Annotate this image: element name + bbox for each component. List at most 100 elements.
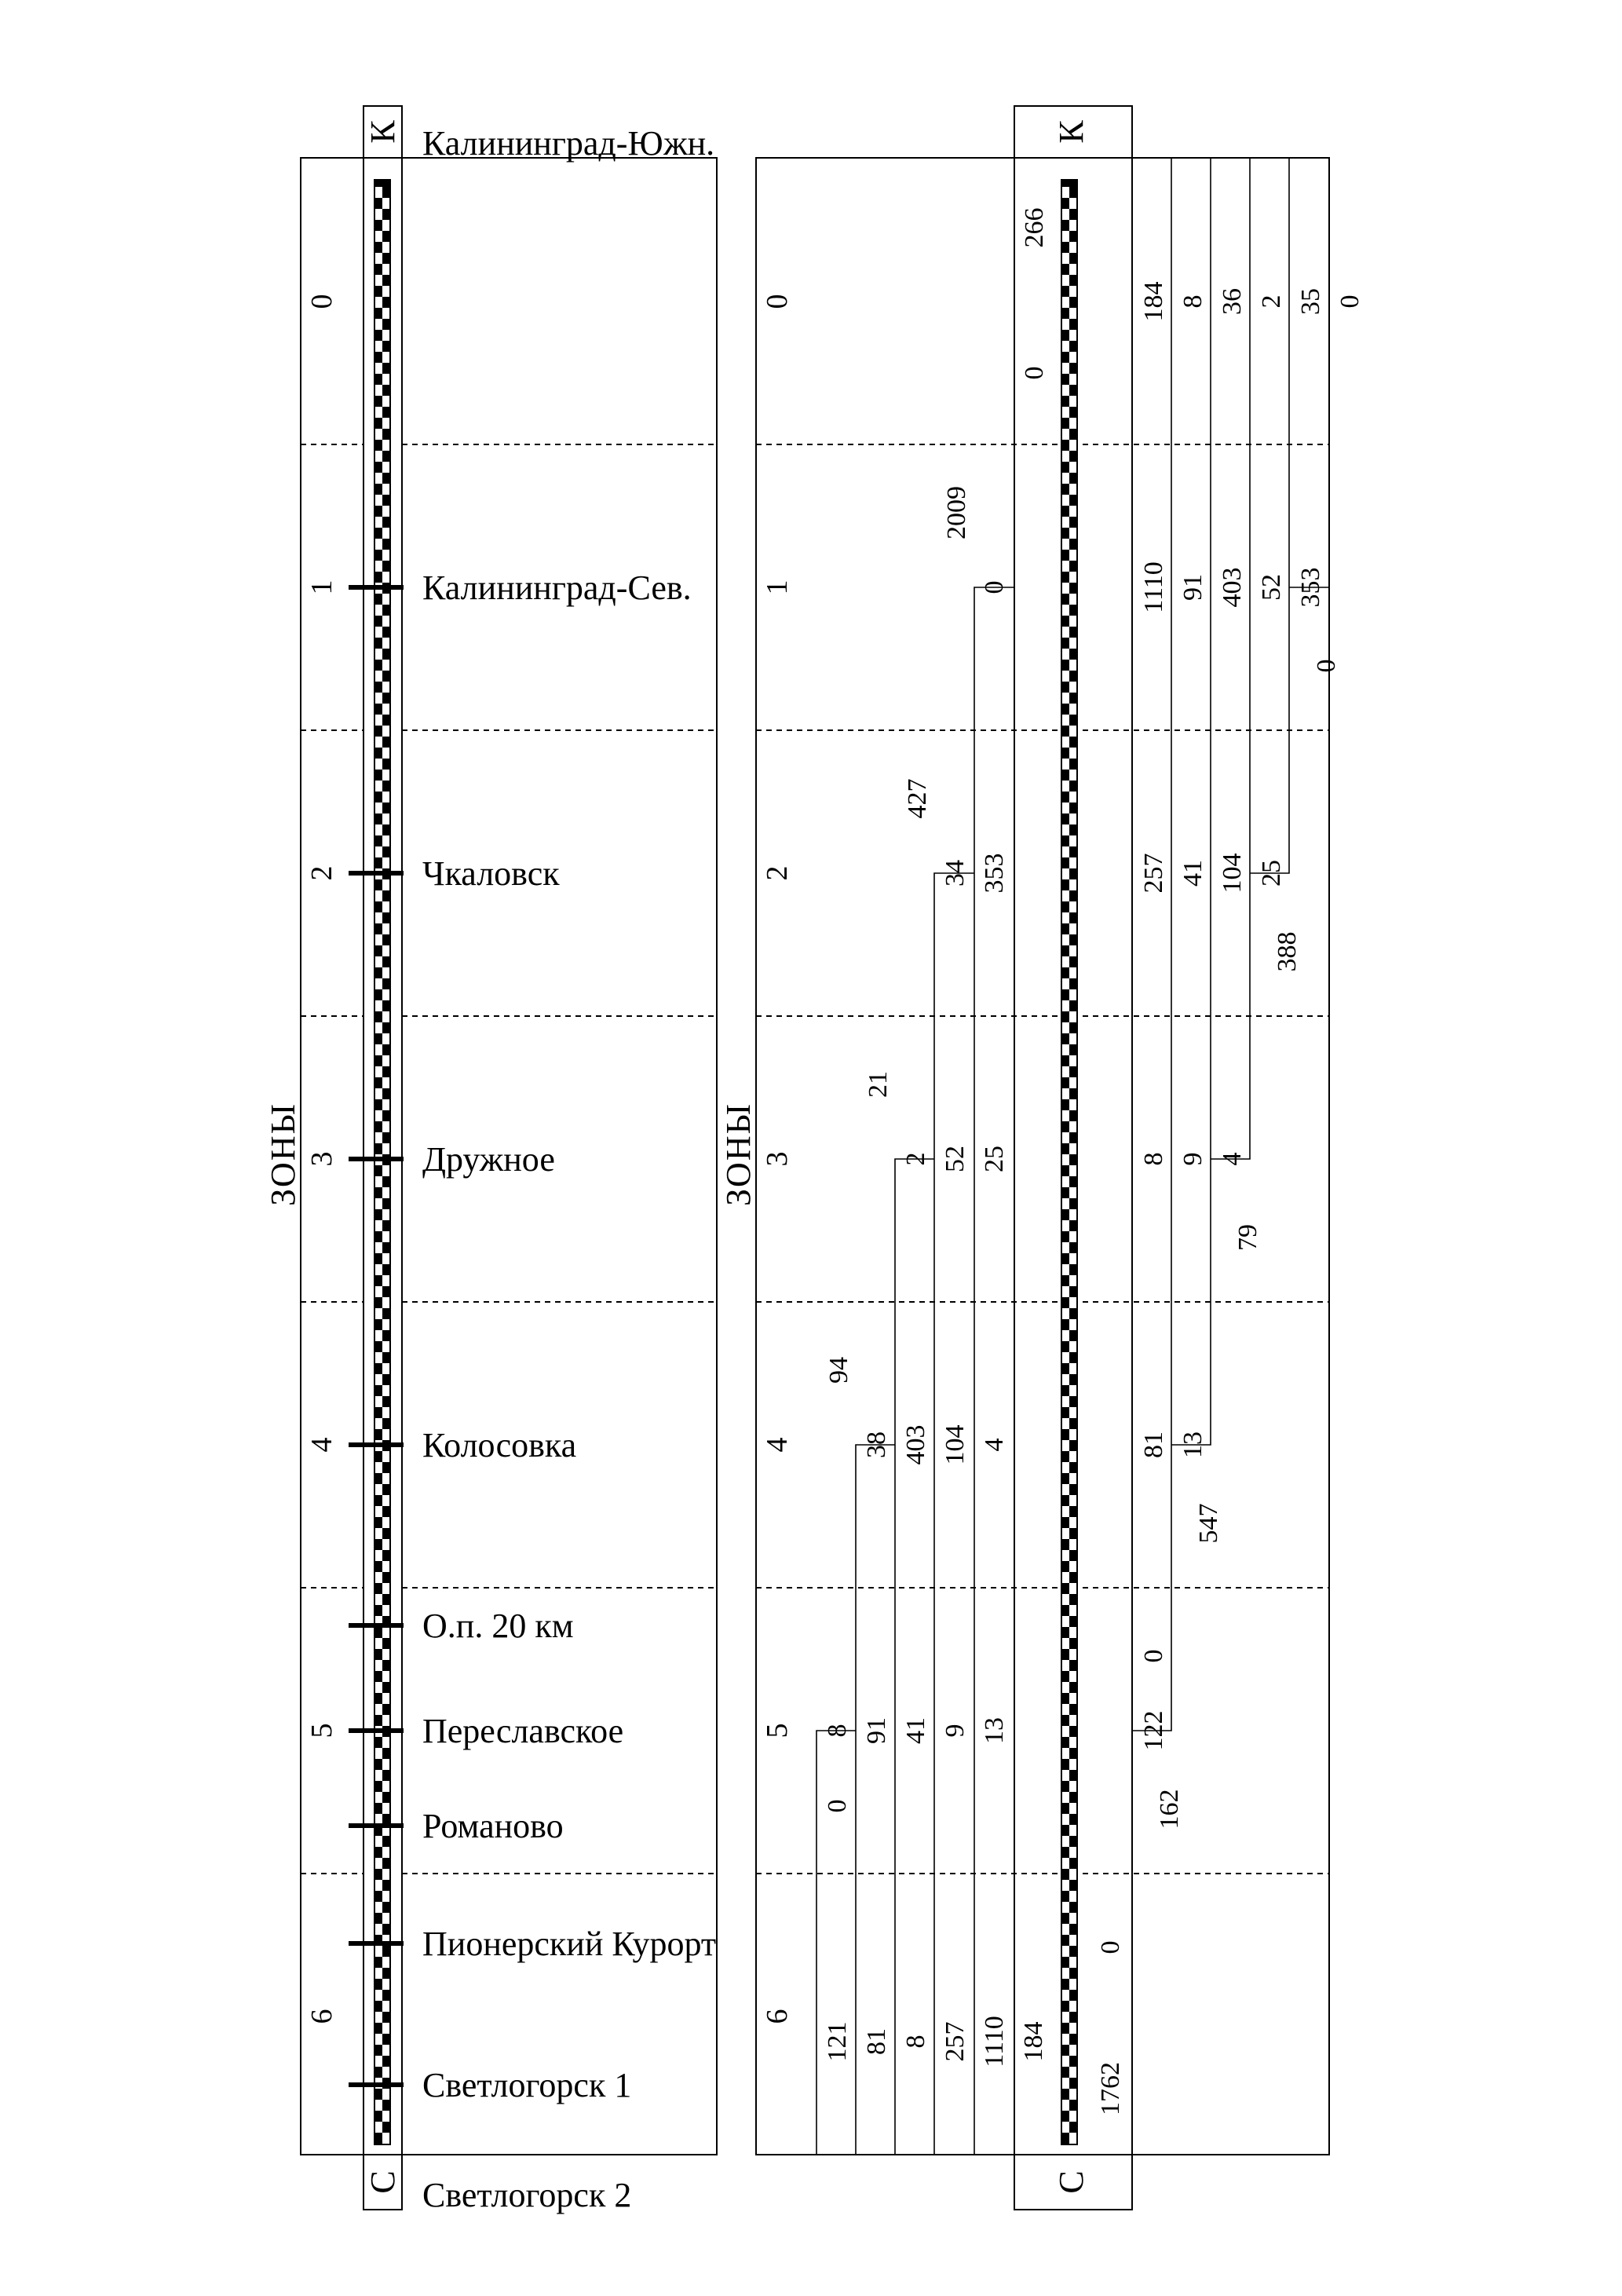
flow-values: 2660017620200935334427255222141044033894… bbox=[0, 0, 1364, 2115]
flow-value: 91 bbox=[862, 1717, 891, 1744]
flow-value: 36 bbox=[1218, 288, 1247, 315]
zone-number: 2 bbox=[761, 866, 794, 881]
end-letter-top-right: К bbox=[1052, 120, 1090, 144]
flow-value: 0 bbox=[980, 581, 1009, 594]
flow-value: 0 bbox=[1139, 1650, 1168, 1663]
station-names: Калининград-Южн. Калининград-Сев. Чкаловск… bbox=[422, 124, 716, 2214]
flow-total: 121 bbox=[0, 0, 20, 6]
end-letter-bottom: С bbox=[363, 2170, 402, 2193]
station-name: Калининград-Южн. bbox=[422, 124, 714, 163]
flow-value: 0 bbox=[1096, 1941, 1125, 1954]
flow-value: 9 bbox=[941, 1724, 970, 1738]
staircase-lines bbox=[816, 157, 1330, 2155]
zone-number: 0 bbox=[761, 294, 794, 309]
flow-value: 403 bbox=[1218, 568, 1247, 608]
flow-value: 0 bbox=[1020, 367, 1049, 380]
flow-value: 52 bbox=[1257, 574, 1286, 601]
flow-value: 2 bbox=[1257, 295, 1286, 309]
flow-value: 13 bbox=[1178, 1431, 1207, 1458]
flow-total: 547 bbox=[1194, 1504, 1223, 1544]
flow-total: 21 bbox=[864, 1071, 893, 1098]
zone-number: 3 bbox=[761, 1152, 794, 1167]
zone-number: 2 bbox=[305, 866, 338, 881]
flow-value: 121 bbox=[823, 2022, 852, 2062]
flow-value: 257 bbox=[941, 2022, 970, 2062]
flow-value: 353 bbox=[980, 854, 1009, 894]
flow-value: 13 bbox=[980, 1717, 1009, 1744]
zone-number: 4 bbox=[305, 1438, 338, 1453]
station-name: Пионерский Курорт bbox=[422, 1925, 716, 1963]
flow-value: 184 bbox=[1019, 2022, 1048, 2062]
zones-title-right: ЗОНЫ bbox=[719, 1102, 758, 1206]
end-letter-bottom-right: С bbox=[1052, 2170, 1090, 2193]
flow-total: 162 bbox=[1155, 1790, 1184, 1830]
zone-number: 5 bbox=[761, 1724, 794, 1738]
right-railway-track bbox=[1061, 179, 1078, 2145]
flow-value: 25 bbox=[1257, 860, 1286, 887]
zone-number: 3 bbox=[305, 1152, 338, 1167]
flow-total: 79 bbox=[1233, 1224, 1262, 1251]
flow-value: 4 bbox=[980, 1439, 1009, 1452]
flow-value: 35 bbox=[1296, 288, 1325, 315]
zone-number: 6 bbox=[305, 2009, 338, 2024]
station-name: Дружное bbox=[422, 1140, 555, 1179]
flow-value: 81 bbox=[862, 2028, 891, 2055]
flow-value: 1110 bbox=[980, 2016, 1009, 2067]
station-name: Светлогорск 1 bbox=[422, 2066, 631, 2104]
flow-value: 4 bbox=[1218, 1153, 1247, 1166]
station-name: Чкаловск bbox=[422, 854, 560, 893]
flow-value: 52 bbox=[941, 1146, 970, 1172]
zone-number: 5 bbox=[305, 1724, 338, 1738]
flow-value: 1762 bbox=[1096, 2062, 1125, 2115]
station-name: Переславское bbox=[422, 1712, 623, 1750]
flow-value: 8 bbox=[1139, 1153, 1168, 1166]
station-ticks bbox=[349, 585, 404, 2087]
flow-value: 38 bbox=[862, 1431, 891, 1458]
flow-value: 2 bbox=[901, 1153, 930, 1166]
zone-number: 4 bbox=[761, 1438, 794, 1453]
zone-number: 0 bbox=[305, 294, 338, 309]
flow-value: 1110 bbox=[1139, 561, 1168, 612]
flow-total: 427 bbox=[903, 779, 932, 819]
flow-value: 122 bbox=[1139, 1711, 1168, 1751]
flow-value: 81 bbox=[1139, 1431, 1168, 1458]
station-name: Колосовка bbox=[422, 1426, 576, 1464]
station-name: Светлогорск 2 bbox=[422, 2176, 631, 2214]
left-railway-track bbox=[374, 179, 391, 2145]
zone-number: 1 bbox=[761, 580, 794, 595]
left-zone-numbers: 0 1 2 3 4 5 6 bbox=[305, 294, 338, 2024]
station-name: О.п. 20 км bbox=[422, 1607, 574, 1645]
station-name: Калининград-Сев. bbox=[422, 569, 692, 607]
flow-value: 104 bbox=[1218, 854, 1247, 894]
flow-value: 9 bbox=[1178, 1153, 1207, 1166]
zone-number: 1 bbox=[305, 580, 338, 595]
flow-value: 8 bbox=[823, 1724, 852, 1738]
flow-value: 41 bbox=[901, 1717, 930, 1744]
station-name: Романово bbox=[422, 1807, 564, 1845]
right-line-column bbox=[1014, 105, 1133, 2210]
right-zone-numbers: 0 1 2 3 4 5 6 bbox=[761, 294, 794, 2024]
flow-total: 388 bbox=[1273, 932, 1302, 972]
flow-value: 91 bbox=[1178, 574, 1207, 601]
flow-value: 8 bbox=[901, 2035, 930, 2049]
flow-value: 41 bbox=[1178, 860, 1207, 887]
left-panel-frame bbox=[300, 157, 718, 2155]
flow-value: 353 bbox=[1296, 568, 1325, 608]
flow-value: 266 bbox=[1020, 208, 1049, 248]
flow-value: 34 bbox=[941, 860, 970, 887]
flow-total: 94 bbox=[824, 1357, 853, 1384]
flow-value: 184 bbox=[1139, 282, 1168, 322]
flow-value: 8 bbox=[1178, 295, 1207, 309]
zone-number: 6 bbox=[761, 2009, 794, 2024]
flow-value: 0 bbox=[823, 1800, 852, 1813]
end-letter-top: К bbox=[363, 120, 402, 144]
flow-value: 403 bbox=[901, 1425, 930, 1465]
flow-value: 0 bbox=[1335, 295, 1364, 309]
zones-title: ЗОНЫ bbox=[264, 1102, 302, 1206]
flow-value: 25 bbox=[980, 1146, 1009, 1172]
flow-value: 257 bbox=[1139, 854, 1168, 894]
flow-value: 104 bbox=[941, 1425, 970, 1465]
